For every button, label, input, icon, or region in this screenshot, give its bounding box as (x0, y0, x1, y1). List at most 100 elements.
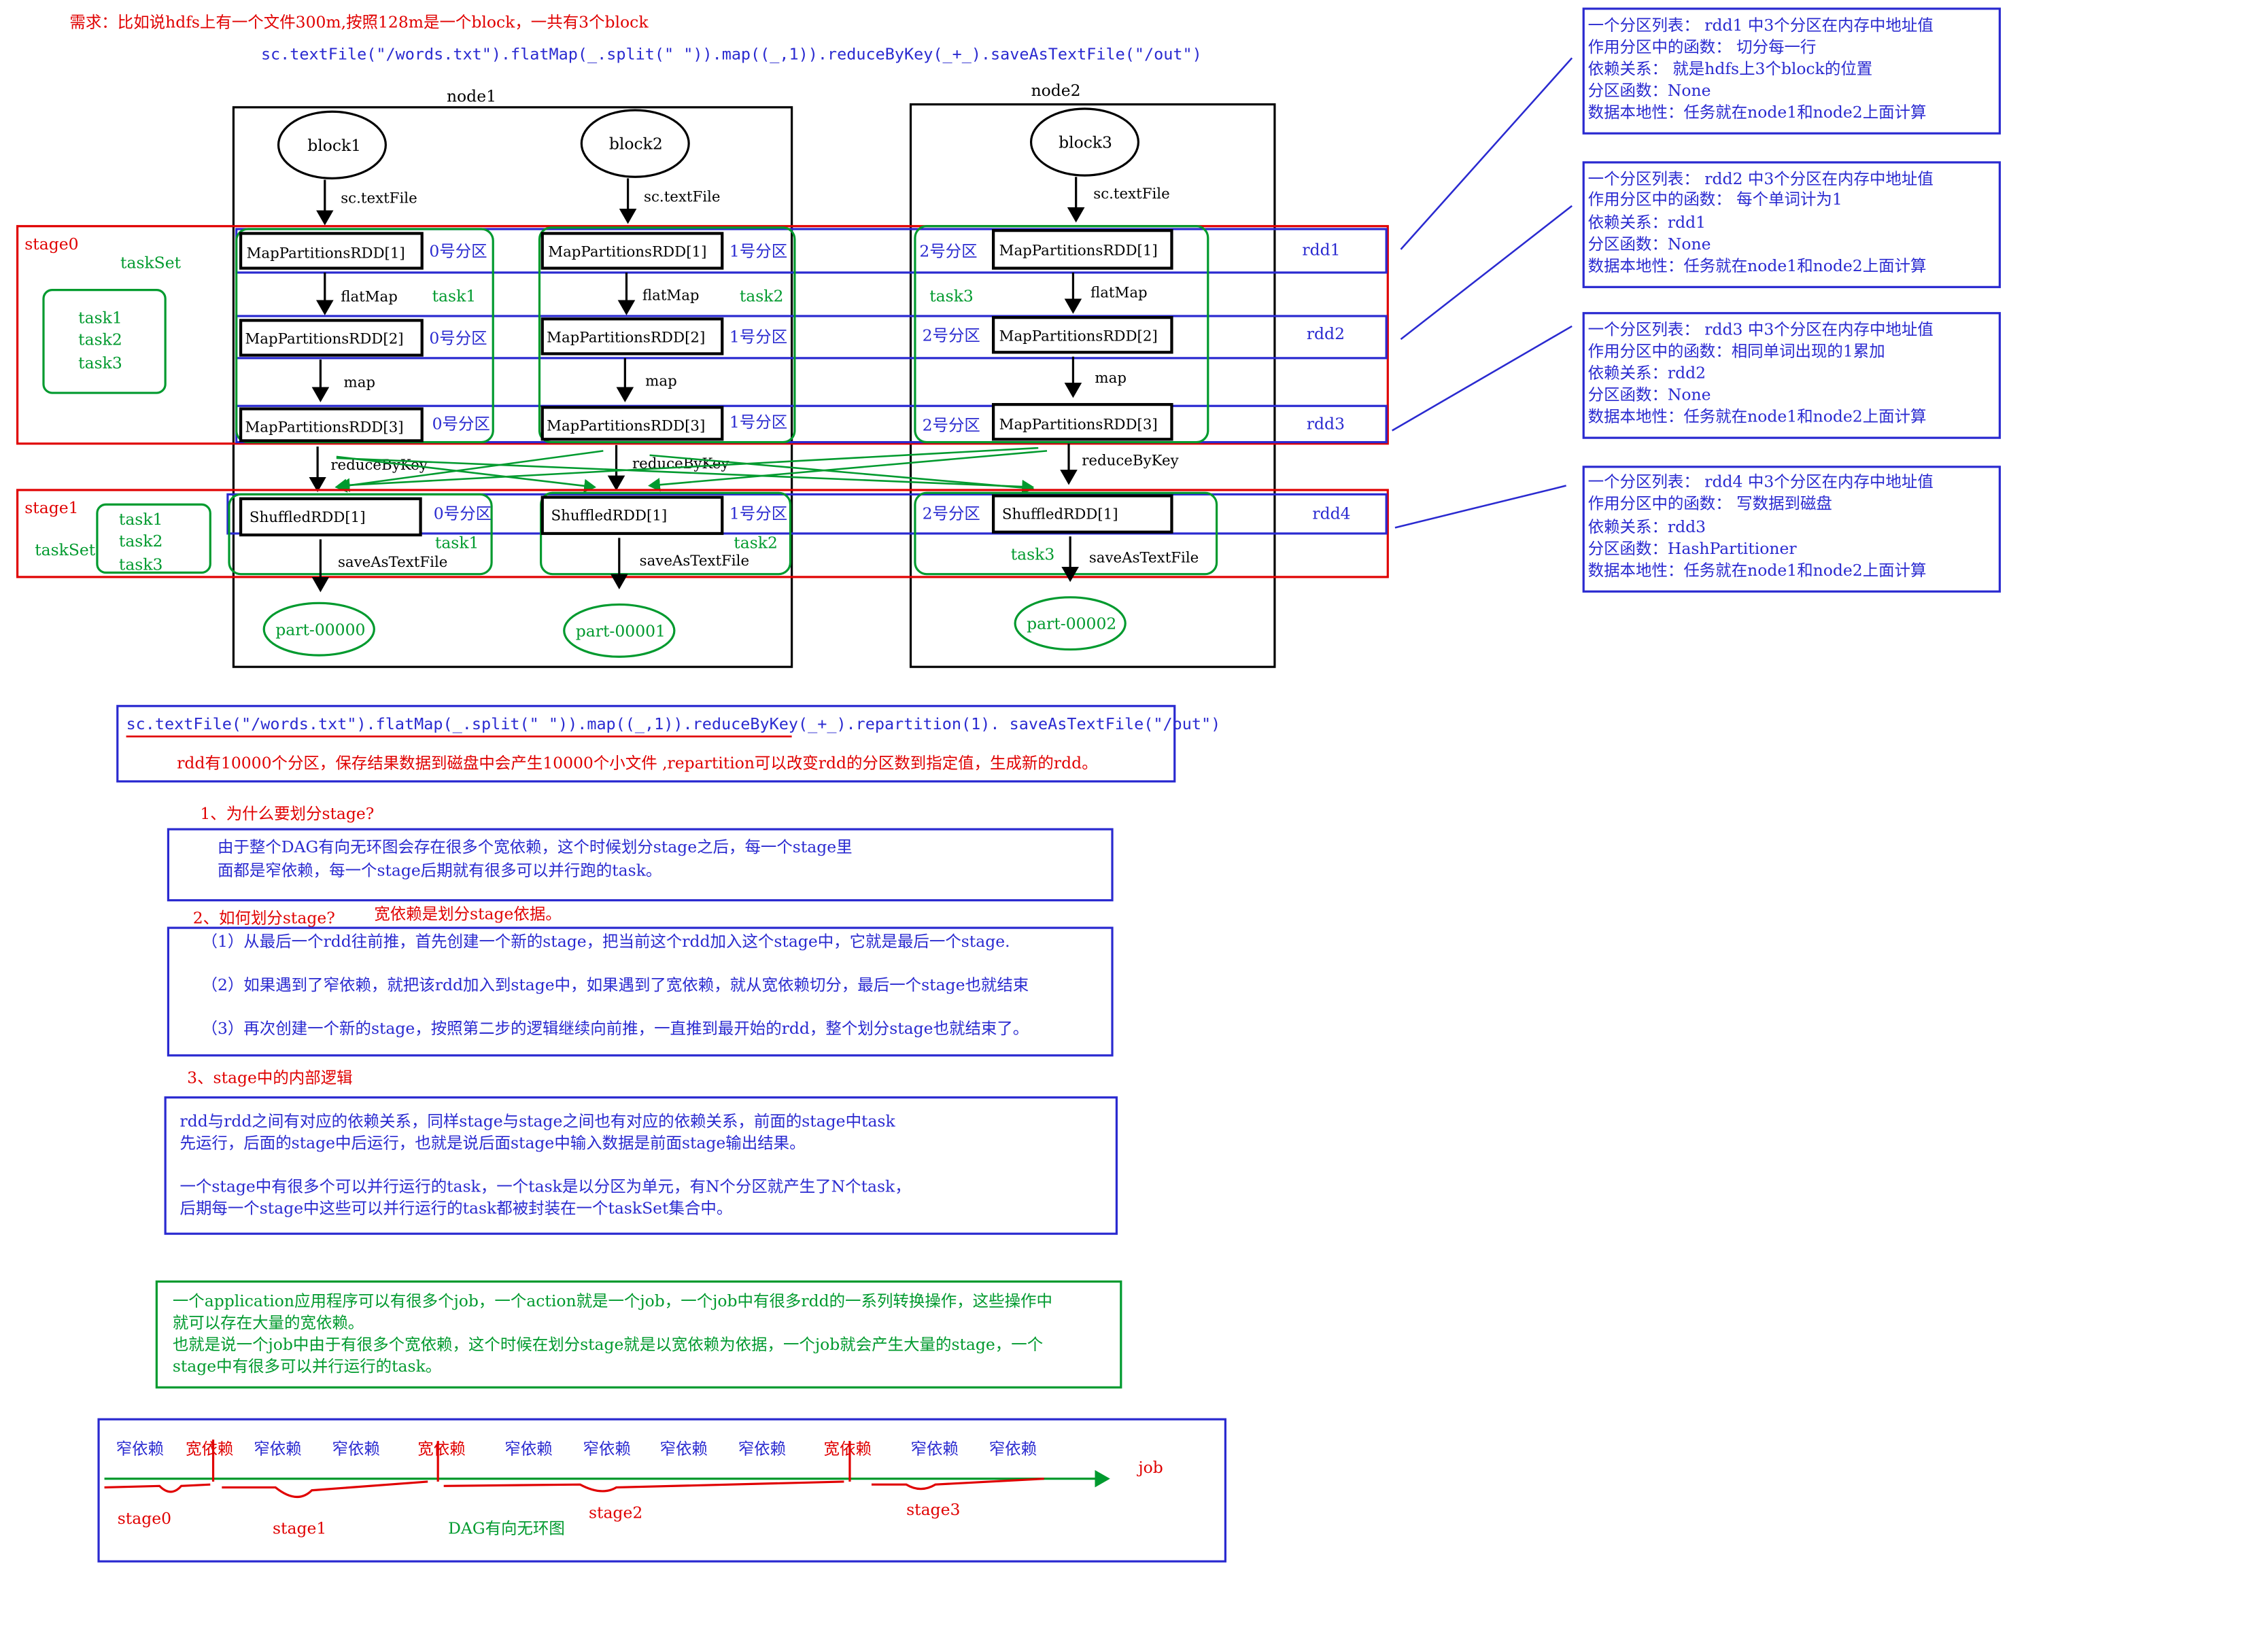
task2-label-stage1: task2 (734, 533, 778, 552)
shuffle-arrow-e (337, 447, 1039, 492)
part-00000-label: part-00000 (275, 620, 365, 639)
application-line4: stage中有很多可以并行运行的task。 (173, 1357, 441, 1376)
q3-line1: rdd与rdd之间有对应的依赖关系，同样stage与stage之间也有对应的依赖… (179, 1111, 895, 1130)
node1-box (232, 106, 793, 668)
rdd2-p0-box (239, 319, 424, 357)
info-rdd4-line5: 数据本地性：任务就在node1和node2上面计算 (1588, 561, 1927, 580)
info-rdd4-line3: 依赖关系：rdd3 (1588, 517, 1706, 536)
task2-column-stage0 (538, 226, 796, 444)
dag-title: DAG有向无环图 (448, 1519, 565, 1538)
info-box-rdd2: 一个分区列表： rdd2 中3个分区在内存中地址值 作用分区中的函数： 每个单词… (1582, 161, 2001, 288)
q2-line3: （3）再次创建一个新的stage，按照第二步的逻辑继续向前推，一直推到最开始的r… (201, 1019, 1029, 1038)
info-rdd4-line1: 一个分区列表： rdd4 中3个分区在内存中地址值 (1588, 472, 1934, 491)
dag-narrow-2: 窄依赖 (254, 1439, 301, 1458)
rdd4-row (226, 493, 1388, 535)
info-rdd1-line4: 分区函数：None (1588, 81, 1711, 100)
rdd2-p0-partition: 0号分区 (429, 329, 487, 348)
info-box-rdd4: 一个分区列表： rdd4 中3个分区在内存中地址值 作用分区中的函数： 写数据到… (1582, 466, 2001, 593)
dag-stage3-label: stage3 (906, 1500, 960, 1519)
stage0-task2: task2 (78, 330, 122, 349)
rdd1-p1-partition: 1号分区 (729, 242, 787, 261)
dag-narrow-6: 窄依赖 (660, 1439, 708, 1458)
info-rdd1-line1: 一个分区列表： rdd1 中3个分区在内存中地址值 (1588, 16, 1934, 35)
q3-box (164, 1096, 1118, 1235)
rdd3-p1-box (540, 406, 724, 441)
rdd4-p0-label: ShuffledRDD[1] (250, 509, 366, 526)
repartition-code: sc.textFile("/words.txt").flatMap(_.spli… (126, 714, 1221, 733)
info-rdd3-line2: 作用分区中的函数：相同单词出现的1累加 (1588, 342, 1885, 361)
part-00002-label: part-00002 (1027, 614, 1116, 633)
map-label-2: map (645, 372, 677, 389)
shuffle-arrow-a (336, 455, 597, 493)
connector-rdd4 (1394, 485, 1566, 529)
rdd4-p1-label: ShuffledRDD[1] (551, 508, 668, 525)
block2-ellipse (580, 109, 690, 178)
stage0-taskset-box (42, 289, 167, 394)
rdd4-p2-partition: 2号分区 (923, 504, 980, 523)
rdd1-p2-label: MapPartitionsRDD[1] (999, 242, 1158, 259)
q3-line3: 一个stage中有很多个可以并行运行的task，一个task是以分区为单元，有N… (179, 1177, 910, 1196)
rdd1-p1-label: MapPartitionsRDD[1] (548, 244, 706, 261)
rdd2-p0-label: MapPartitionsRDD[2] (245, 331, 403, 348)
shuffle-arrow-d (649, 454, 1035, 495)
rdd1-p0-label: MapPartitionsRDD[1] (247, 245, 405, 262)
info-rdd3-line4: 分区函数：None (1588, 385, 1711, 404)
textfile-label-1: sc.textFile (341, 190, 417, 207)
rdd2-p2-partition: 2号分区 (923, 326, 980, 345)
dag-stage1-brace (222, 1480, 428, 1499)
dag-stage1-label: stage1 (273, 1519, 326, 1538)
rdd2-p1-partition: 1号分区 (729, 327, 787, 346)
stage1-task1: task1 (119, 510, 163, 529)
dag-stage3-brace (871, 1478, 1044, 1491)
textfile-label-2: sc.textFile (644, 188, 720, 205)
dag-narrow-4: 窄依赖 (504, 1439, 552, 1458)
rdd1-p2-partition: 2号分区 (919, 242, 977, 261)
dag-narrow-5: 窄依赖 (583, 1439, 630, 1458)
task3-label-stage1: task3 (1011, 544, 1055, 563)
info-rdd2-line1: 一个分区列表： rdd2 中3个分区在内存中地址值 (1588, 169, 1934, 188)
rdd1-p0-box (239, 232, 424, 270)
info-rdd1-line5: 数据本地性：任务就在node1和node2上面计算 (1588, 103, 1927, 122)
dag-narrow-7: 窄依赖 (738, 1439, 786, 1458)
q3-title: 3、stage中的内部逻辑 (187, 1068, 352, 1087)
stage0-task1: task1 (78, 309, 122, 328)
stage1-task2: task2 (119, 532, 163, 551)
task1-column-stage1 (228, 493, 493, 576)
dag-stage2-brace (443, 1480, 844, 1493)
q3-line4: 后期每一个stage中这些可以并行运行的task都被封装在一个taskSet集合… (179, 1198, 732, 1217)
save-label-3: saveAsTextFile (1089, 550, 1199, 567)
repartition-box (116, 705, 1176, 783)
rdd3-p2-box (991, 402, 1173, 441)
block3-ellipse (1029, 107, 1140, 177)
dag-wide-1: 宽依赖 (186, 1439, 233, 1458)
task1-label-stage0: task1 (432, 287, 477, 306)
stage1-task3: task3 (119, 555, 163, 574)
rdd2-p2-box (991, 315, 1173, 354)
rdd3-p2-partition: 2号分区 (923, 416, 980, 435)
stage1-taskset-box (96, 503, 211, 574)
shuffle-arrow-f (648, 450, 1048, 492)
q2-box (167, 926, 1114, 1057)
task3-column-stage0 (914, 225, 1209, 444)
application-line3: 也就是说一个job中由于有很多个宽依赖，这个时候在划分stage就是以宽依赖为依… (173, 1335, 1043, 1354)
task2-label-stage0: task2 (740, 287, 784, 306)
dag-narrow-8: 窄依赖 (911, 1439, 959, 1458)
rdd3-p0-partition: 0号分区 (432, 414, 490, 433)
stage0-label: stage0 (24, 234, 78, 254)
block1-ellipse (277, 110, 387, 179)
connector-rdd2 (1400, 205, 1573, 341)
application-note-box (155, 1280, 1122, 1389)
rdd4-label: rdd4 (1312, 504, 1350, 523)
stage0-box (16, 225, 1389, 445)
q1-line2: 面都是窄依赖，每一个stage后期就有很多可以并行跑的task。 (218, 860, 662, 879)
dag-wide-3: 宽依赖 (824, 1439, 872, 1458)
dag-box (97, 1418, 1226, 1563)
rdd1-p0-partition: 0号分区 (429, 242, 487, 261)
info-rdd2-line5: 数据本地性：任务就在node1和node2上面计算 (1588, 256, 1927, 275)
info-rdd1-line3: 依赖关系： 就是hdfs上3个block的位置 (1588, 59, 1873, 78)
rdd4-p1-box (540, 495, 724, 536)
rdd3-p2-label: MapPartitionsRDD[3] (999, 416, 1158, 433)
application-line2: 就可以存在大量的宽依赖。 (173, 1313, 364, 1332)
stage1-box (16, 489, 1389, 578)
